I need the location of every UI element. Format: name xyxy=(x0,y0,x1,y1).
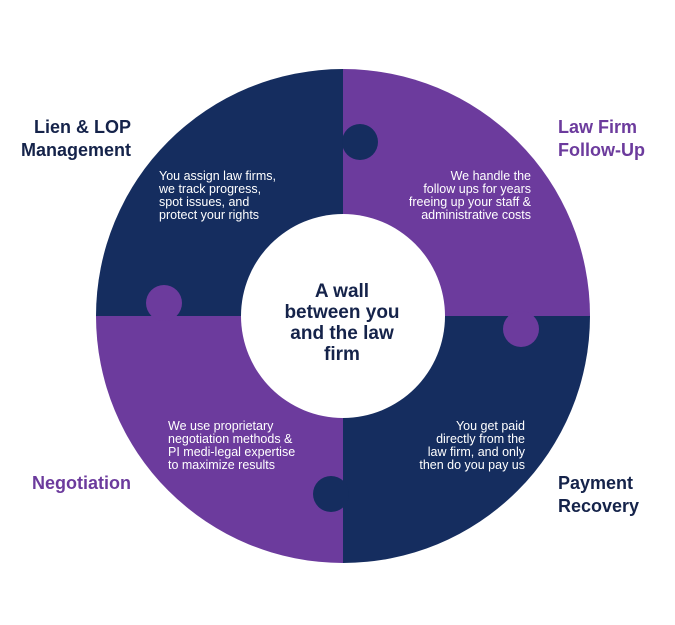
center-caption: A wall between you and the law firm xyxy=(284,281,400,365)
segment-title-negotiation: Negotiation xyxy=(32,473,131,493)
segment-description-top-left: You assign law firms, we track progress,… xyxy=(159,169,276,222)
segment-title-law-firm-follow-up: Law Firm Follow-Up xyxy=(558,117,645,160)
puzzle-tab-bottom xyxy=(313,476,349,512)
segment-description-bottom-left: We use proprietary negotiation methods &… xyxy=(168,419,296,472)
segment-description-bottom-right: You get paid directly from the law firm,… xyxy=(419,419,525,472)
center-circle xyxy=(241,214,445,418)
segment-title-lien-lop-management: Lien & LOP Management xyxy=(20,117,131,160)
puzzle-tab-right xyxy=(503,311,539,347)
segment-description-top-right: We handle the follow ups for years freei… xyxy=(408,169,531,222)
puzzle-tab-left xyxy=(146,285,182,321)
segment-title-payment-recovery: Payment Recovery xyxy=(558,473,640,516)
puzzle-tab-top xyxy=(342,124,378,160)
